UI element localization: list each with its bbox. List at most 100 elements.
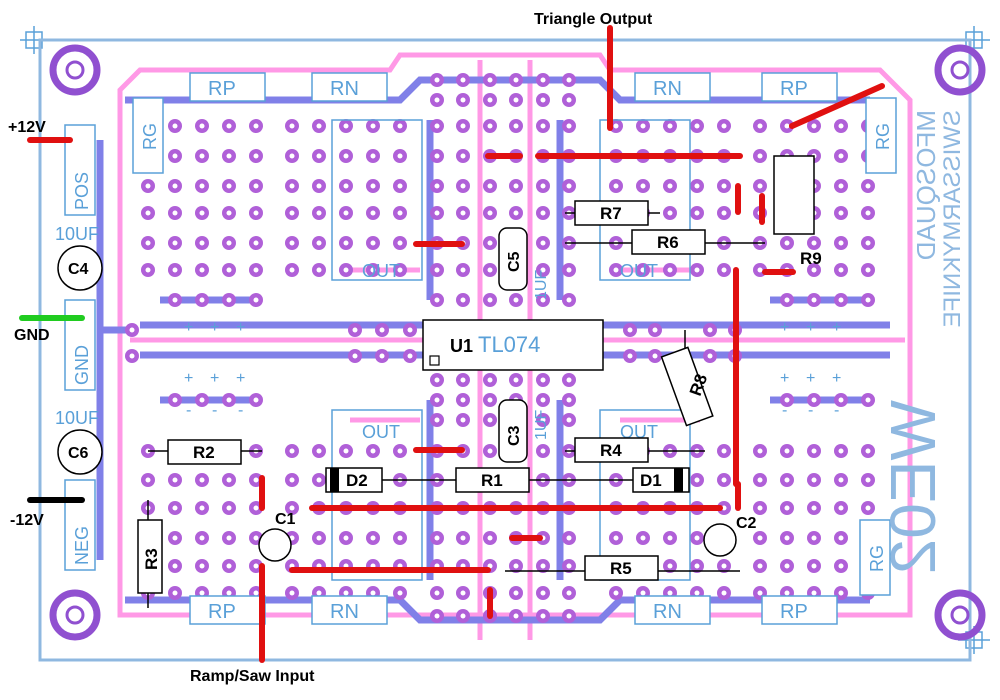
pad-hole: [199, 563, 205, 569]
pad-hole: [784, 563, 790, 569]
pad-hole: [199, 590, 205, 596]
c5-value: 1UF: [533, 270, 550, 300]
pad-hole: [566, 590, 572, 596]
pad-hole: [838, 590, 844, 596]
pad-hole: [613, 183, 619, 189]
pad-hole: [784, 477, 790, 483]
pad-hole: [838, 505, 844, 511]
pad-hole: [397, 535, 403, 541]
pad-hole: [253, 563, 259, 569]
pad-hole: [379, 327, 385, 333]
pad-hole: [226, 240, 232, 246]
r6-label: R6: [657, 233, 679, 252]
svg-text:+: +: [236, 370, 245, 387]
c6-value: 10UF: [55, 408, 99, 428]
pad-hole: [566, 563, 572, 569]
pad-hole: [460, 123, 466, 129]
pad-hole: [540, 297, 546, 303]
pad-hole: [253, 210, 259, 216]
pad-hole: [811, 535, 817, 541]
svg-text:+: +: [832, 370, 841, 387]
pad-hole: [487, 267, 493, 273]
pad-hole: [540, 97, 546, 103]
pad-hole: [694, 210, 700, 216]
pad-hole: [811, 448, 817, 454]
pad-hole: [694, 123, 700, 129]
r9-label: R9: [800, 249, 822, 268]
pad-hole: [540, 377, 546, 383]
c5-label: C5: [506, 251, 523, 272]
pad-hole: [811, 563, 817, 569]
pad-hole: [407, 353, 413, 359]
pad-hole: [721, 505, 727, 511]
pad-hole: [172, 563, 178, 569]
pad-hole: [129, 327, 135, 333]
pad-hole: [343, 448, 349, 454]
silk-rn-tl: RN: [330, 78, 359, 100]
resistor-silk-boxes: [132, 72, 897, 625]
pad-hole: [397, 123, 403, 129]
pad-hole: [316, 477, 322, 483]
pad-hole: [667, 563, 673, 569]
pad-hole: [487, 240, 493, 246]
pad-hole: [434, 77, 440, 83]
c1-label: C1: [275, 511, 296, 528]
ceramic-capacitors: [258, 523, 737, 562]
pad-hole: [199, 297, 205, 303]
pad-hole: [172, 240, 178, 246]
plus12-label: +12V: [8, 119, 46, 136]
pad-hole: [370, 535, 376, 541]
pad-hole: [865, 505, 871, 511]
silk-rn-bl: RN: [330, 601, 359, 623]
pad-hole: [540, 417, 546, 423]
c3-label: C3: [506, 425, 523, 446]
pad-hole: [370, 240, 376, 246]
pad-hole: [640, 183, 646, 189]
pad-hole: [253, 297, 259, 303]
pad-hole: [566, 267, 572, 273]
pad-hole: [289, 183, 295, 189]
pad-hole: [460, 535, 466, 541]
pad-hole: [460, 613, 466, 619]
pad-hole: [613, 535, 619, 541]
pad-hole: [370, 153, 376, 159]
pad-hole: [784, 240, 790, 246]
pad-hole: [721, 477, 727, 483]
pad-hole: [460, 97, 466, 103]
silk-rp-tr: RP: [780, 78, 808, 100]
pad-hole: [434, 397, 440, 403]
board-outline: [38, 38, 972, 662]
pad-hole: [226, 397, 232, 403]
pad-hole: [865, 267, 871, 273]
pad-hole: [757, 590, 763, 596]
pad-hole: [865, 240, 871, 246]
pad-hole: [865, 448, 871, 454]
pad-hole: [253, 123, 259, 129]
pad-hole: [566, 183, 572, 189]
pad-hole: [566, 377, 572, 383]
pad-hole: [487, 535, 493, 541]
pad-hole: [721, 448, 727, 454]
pad-hole: [811, 477, 817, 483]
pad-hole: [566, 397, 572, 403]
pad-hole: [253, 267, 259, 273]
pad-hole: [784, 397, 790, 403]
pad-hole: [784, 297, 790, 303]
pad-hole: [721, 590, 727, 596]
pad-hole: [172, 153, 178, 159]
pad-hole: [460, 210, 466, 216]
d2-label: D2: [346, 471, 368, 490]
pad-hole: [627, 353, 633, 359]
pad-hole: [757, 505, 763, 511]
pad-hole: [757, 183, 763, 189]
silk-rg-tl: RG: [140, 123, 160, 150]
svg-text:-: -: [238, 402, 243, 419]
pad-hole: [513, 613, 519, 619]
pad-hole: [784, 590, 790, 596]
pad-hole: [627, 327, 633, 333]
pad-hole: [540, 590, 546, 596]
r1-label: R1: [481, 471, 503, 490]
pad-hole: [811, 297, 817, 303]
pad-hole: [652, 327, 658, 333]
